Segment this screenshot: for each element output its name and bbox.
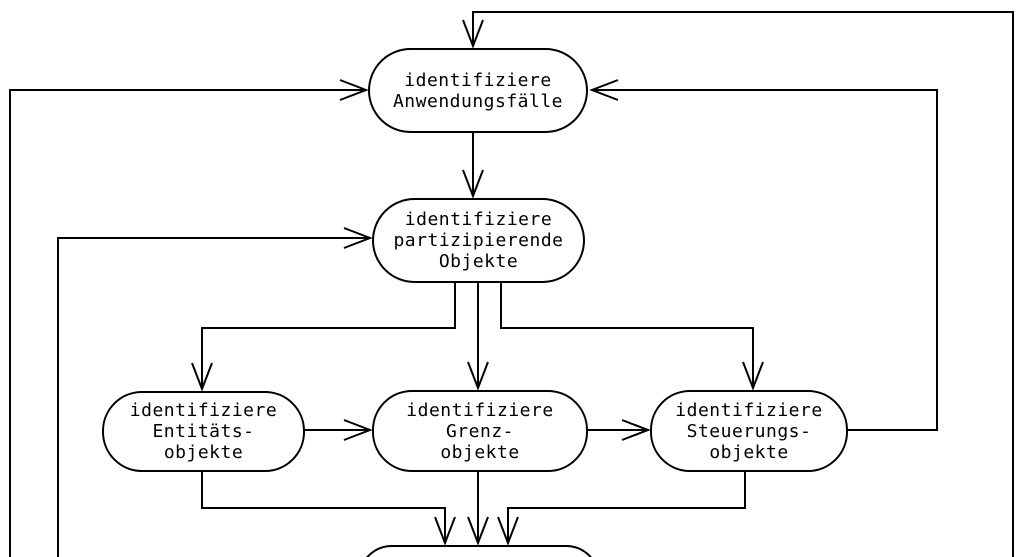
connector-steuerungs-to-anwendungsfaelle-right-inner-loop — [589, 79, 938, 431]
connector-partizipierende-to-steuerungs — [500, 283, 764, 391]
connector-bottom-to-anwendungsfaelle-right-outer-loop — [462, 11, 1014, 557]
connector-bottom-to-anwendungsfaelle-left-outer-loop — [9, 79, 369, 557]
node-identifiziere-steuerungsobjekte: identifiziere Steuerungs- objekte — [650, 390, 848, 472]
connector-bottom-to-partizipierende-left-inner-loop — [57, 227, 373, 557]
node-identifiziere-grenzobjekte: identifiziere Grenz- objekte — [372, 390, 588, 472]
connector-entitaets-to-bottom — [201, 471, 456, 546]
connector-partizipierende-to-entitaets — [191, 283, 456, 392]
node-identifiziere-partizipierende-objekte: identifiziere partizipierende Objekte — [372, 198, 585, 283]
connector-steuerungs-to-bottom — [497, 472, 746, 546]
node-identifiziere-entitaetsobjekte: identifiziere Entitäts- objekte — [102, 391, 305, 472]
node-identifiziere-anwendungsfaelle: identifiziere Anwendungsfälle — [368, 48, 588, 133]
node-bottom-cut-off — [358, 545, 600, 557]
